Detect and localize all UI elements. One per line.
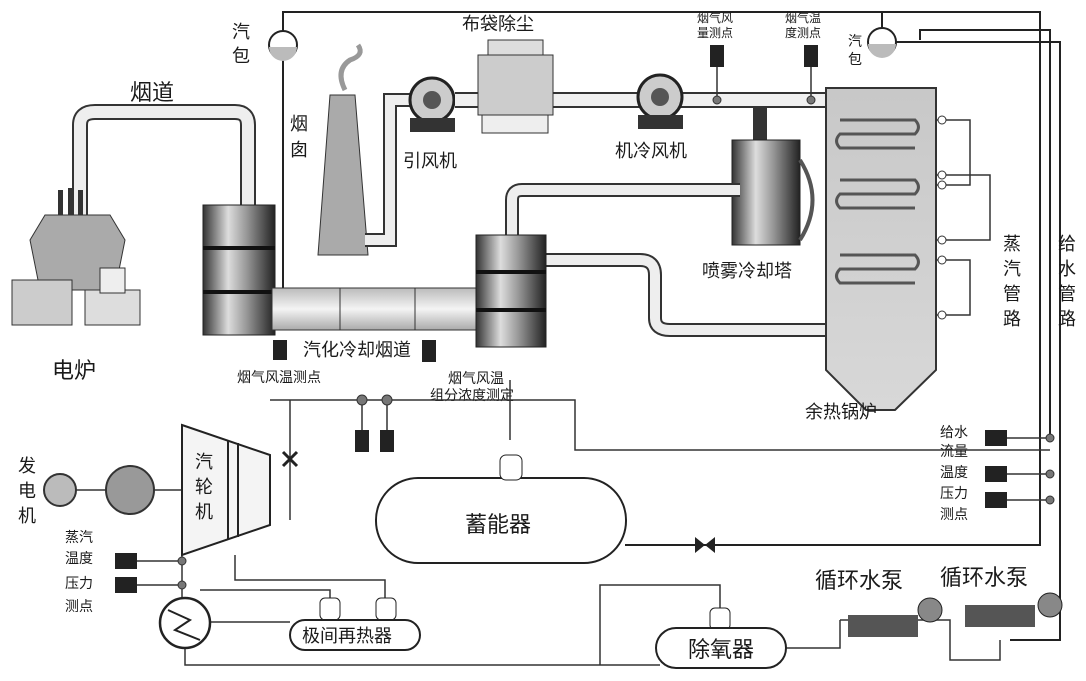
temp-point-label-1: 烟气温 [785,10,821,25]
accumulator: 蓄能器 [375,454,715,564]
turbine-char: 轮 [195,477,213,498]
feedwater-pipe-char: 给 [1058,234,1076,255]
flue-duct: 烟道 [72,81,256,230]
generator-char: 机 [18,506,36,527]
fw-sensor-icon [985,430,1007,446]
left-drum-label-1: 汽 [232,22,250,43]
deaerator: 除氧器 [655,607,787,669]
generator: 发 电 机 [18,456,182,527]
sensor-icon [355,430,369,452]
temp-sensor-icon [273,340,287,360]
chimney: 烟 囱 [290,43,420,256]
fw-label: 压力 [940,486,968,502]
pump2-label: 循环水泵 [940,566,1028,591]
left-steam-drum: 汽 包 [232,22,298,67]
accumulator-label: 蓄能器 [465,513,531,538]
steam-point-label: 温度 [65,551,93,567]
steam-pipe-char: 路 [1003,309,1021,330]
induced-fan-label: 引风机 [403,151,457,172]
composition-label-1: 烟气风温 [448,371,504,387]
steam-sensor-icon [115,577,137,593]
fw-sensor-icon [985,492,1007,508]
evaporative-cooler-left [202,204,276,336]
temp-sensor-top-icon [804,45,818,67]
chimney-label-2: 囱 [290,140,308,161]
reheater: 极间再热器 [289,597,421,651]
temp-point-label-2: 度测点 [785,25,821,40]
spray-tower-label: 喷雾冷却塔 [702,261,792,282]
bag-filter: 布袋除尘 [462,14,554,134]
circulating-pump-1: 循环水泵 [815,569,943,637]
fw-sensor-icon [985,466,1007,482]
waste-heat-boiler: 余热锅炉 [805,87,991,423]
generator-char: 发 [18,456,36,477]
right-steam-drum: 汽 包 [848,27,897,68]
pump1-label: 循环水泵 [815,569,903,594]
spray-cooling-tower: 喷雾冷却塔 [702,108,815,282]
cooling-fan: 机冷风机 [615,73,687,162]
chimney-label-1: 烟 [290,114,308,135]
steam-pipe-char: 蒸 [1003,234,1021,255]
steam-sensor-icon [115,553,137,569]
sensor-icon [380,430,394,452]
valve-icon [281,450,299,468]
circulating-pump-2: 循环水泵 [940,566,1063,627]
cooling-fan-label: 机冷风机 [615,141,687,162]
feedwater-measurement-points: 给水 流量 温度 压力 测点 [940,425,1055,523]
steam-pipe-label: 蒸 汽 管 路 [1003,234,1021,330]
flue-label: 烟道 [130,81,174,106]
fw-label: 测点 [940,507,968,523]
fw-label: 给水 [940,425,968,441]
feedwater-pipe-char: 水 [1058,259,1076,280]
steam-turbine: 汽 轮 机 [181,423,271,557]
turbine-char: 机 [195,502,213,523]
induced-draft-fan: 引风机 [403,76,457,172]
boiler-label: 余热锅炉 [805,402,877,423]
electric-furnace-label: 电炉 [52,359,96,384]
left-drum-label-2: 包 [232,46,250,67]
flue-gas-temp-point: 烟气温 度测点 [785,10,821,105]
steam-point-label: 测点 [65,599,93,615]
composition-label-2: 组分浓度测定 [430,388,514,404]
top-steam-pipe [282,11,1061,641]
turbine-char: 汽 [195,452,213,473]
steam-measurement-points: 蒸汽 温度 压力 测点 [65,530,187,615]
reheater-label: 极间再热器 [302,626,392,647]
condenser-heat-exchanger [158,596,212,650]
vaporization-flue-label: 汽化冷却烟道 [303,340,411,361]
valve-icon [695,537,715,553]
deaerator-label: 除氧器 [688,638,754,663]
flow-sensor-icon [710,45,724,67]
composition-sensor-icon [422,340,436,362]
flow-point-label-1: 烟气风 [697,10,733,25]
feedwater-pipe-char: 路 [1058,309,1076,330]
steam-lines [181,380,1050,666]
generator-char: 电 [18,481,36,502]
steam-point-label: 蒸汽 [65,530,93,546]
electric-furnace: 电炉 [11,188,141,384]
fw-label: 温度 [940,465,968,481]
right-drum-label-1: 汽 [848,34,862,50]
flue-temp-point-label: 烟气风温测点 [237,370,321,386]
vaporization-cooling-flue: 汽化冷却烟道 烟气风温测点 烟气风温 组分浓度测定 [237,287,514,404]
feedwater-pipe-label: 给 水 管 路 [1058,234,1076,330]
bag-filter-label: 布袋除尘 [462,14,534,35]
flow-point-label-2: 量测点 [697,26,733,40]
right-drum-label-2: 包 [848,52,862,68]
steam-pipe-char: 汽 [1003,259,1021,280]
evaporative-cooler-middle [475,234,547,348]
steam-pipe-char: 管 [1003,284,1021,305]
fw-label: 流量 [940,444,968,460]
flue-gas-flow-point: 烟气风 量测点 [697,10,733,105]
feedwater-pipe-char: 管 [1058,284,1076,305]
steam-point-label: 压力 [65,576,93,592]
